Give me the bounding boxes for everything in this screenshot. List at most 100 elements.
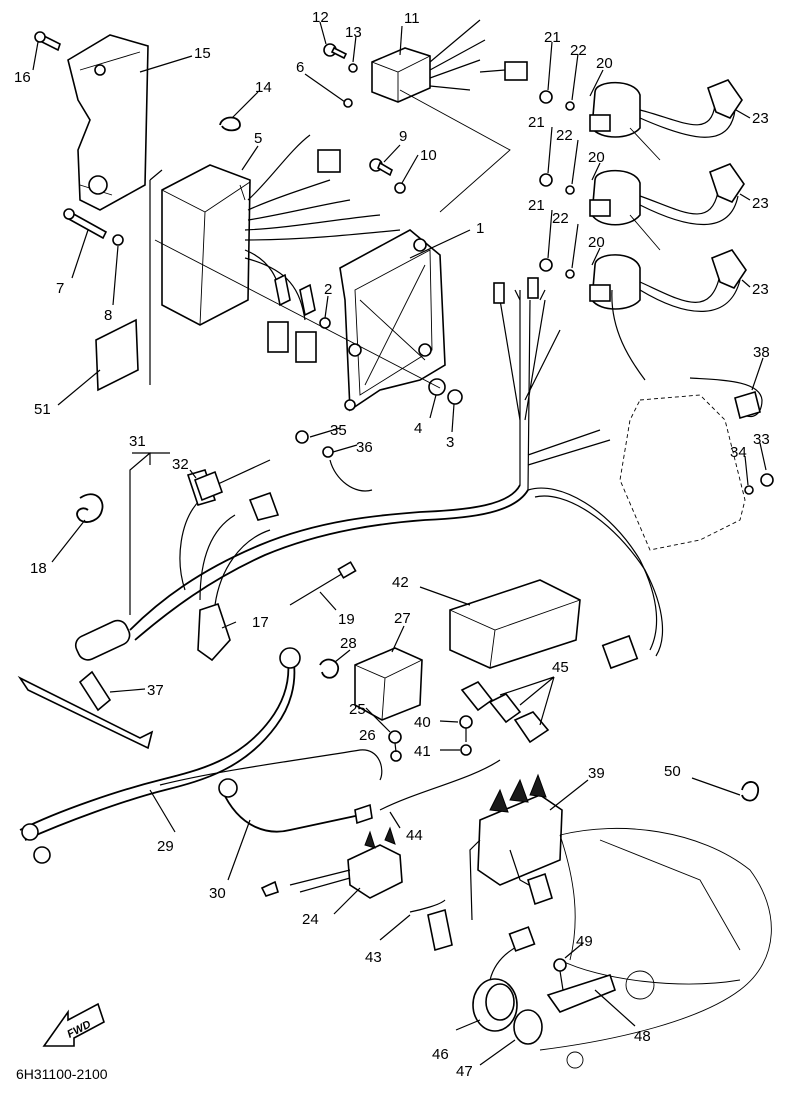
callout-8: 8: [104, 307, 112, 324]
part-22-washer-1: [565, 101, 575, 111]
callout-4: 4: [414, 420, 422, 437]
part-42-cover: [449, 579, 581, 669]
engine-block-outline: [619, 394, 746, 551]
part-22-washer-2: [565, 185, 575, 195]
callout-33: 33: [753, 431, 770, 448]
part-4-grommet: [428, 378, 446, 396]
part-21-bolt-2: [539, 173, 553, 187]
callout-50: 50: [664, 763, 681, 780]
callout-23: 23: [752, 110, 769, 127]
part-20-coil-2: [589, 169, 739, 226]
callout-10: 10: [420, 147, 437, 164]
part-16-bolt: [34, 31, 61, 52]
part-23-plug-cap-3: [711, 249, 747, 289]
part-20-coil-3: [589, 254, 741, 312]
part-8-washer: [112, 234, 124, 246]
callout-19: 19: [338, 611, 355, 628]
part-29-battery-cable: [19, 647, 383, 864]
callout-40: 40: [414, 714, 431, 731]
callout-23c: 23: [752, 281, 769, 298]
callout-9: 9: [399, 128, 407, 145]
callout-26: 26: [359, 727, 376, 744]
part-35-bolt: [295, 430, 309, 444]
callout-48: 48: [634, 1028, 651, 1045]
part-13-washer: [348, 63, 358, 73]
callout-20c: 20: [588, 234, 605, 251]
callout-2: 2: [324, 281, 332, 298]
part-30-ground-cable: [218, 778, 373, 833]
callout-43: 43: [365, 949, 382, 966]
part-17-clamp: [197, 602, 231, 662]
callout-labels: 1 2 3 4 5 6 7 8 9 10 11 12 13 14 15 16 1…: [14, 9, 770, 1080]
part-1-bracket: [339, 229, 446, 412]
part-5-wires: [244, 134, 401, 363]
callout-17: 17: [252, 614, 269, 631]
part-5-cdi-unit: [161, 164, 251, 326]
callout-34: 34: [730, 444, 747, 461]
callout-21b: 21: [528, 114, 545, 131]
fwd-direction-arrow: FWD: [42, 1002, 105, 1047]
part-6-screw: [343, 98, 353, 108]
callout-42: 42: [392, 574, 409, 591]
callout-24: 24: [302, 911, 319, 928]
part-50-clip: [741, 781, 759, 802]
callout-21c: 21: [528, 197, 545, 214]
callout-39: 39: [588, 765, 605, 782]
callout-21: 21: [544, 29, 561, 46]
callout-49: 49: [576, 933, 593, 950]
callout-12: 12: [312, 9, 329, 26]
callout-22: 22: [570, 42, 587, 59]
callout-13: 13: [345, 24, 362, 41]
callout-41: 41: [414, 743, 431, 760]
part-22-washer-3: [565, 269, 575, 279]
callout-6: 6: [296, 59, 304, 76]
callout-31: 31: [129, 433, 146, 450]
callout-45: 45: [552, 659, 569, 676]
callout-22c: 22: [552, 210, 569, 227]
part-51-label: [95, 318, 139, 392]
callout-36: 36: [356, 439, 373, 456]
part-41-washer: [460, 744, 472, 756]
part-14-clip: [219, 116, 241, 132]
callout-29: 29: [157, 838, 174, 855]
leader-lines: [32, 21, 767, 1066]
part-28-clip: [319, 658, 339, 679]
callout-3: 3: [446, 434, 454, 451]
part-37-bracket: [17, 670, 154, 750]
callout-28: 28: [340, 635, 357, 652]
part-15-cover: [67, 34, 149, 211]
part-33-bolt: [760, 473, 774, 487]
part-26-washer: [390, 750, 402, 762]
part-23-plug-cap-2: [709, 163, 745, 203]
part-44-cable: [379, 759, 501, 811]
part-27-cover: [354, 647, 423, 721]
callout-22b: 22: [556, 127, 573, 144]
part-47-ring: [513, 1009, 543, 1045]
callout-20b: 20: [588, 149, 605, 166]
callout-35: 35: [330, 422, 347, 439]
part-25-screw: [388, 730, 402, 744]
callout-46: 46: [432, 1046, 449, 1063]
part-24-starter-relay: [260, 826, 403, 899]
part-43-wire: [409, 899, 446, 913]
part-49-screw: [553, 958, 567, 991]
callout-44: 44: [406, 827, 423, 844]
callout-7: 7: [56, 280, 64, 297]
callout-27: 27: [394, 610, 411, 627]
part-3-nut: [447, 389, 463, 405]
callout-18: 18: [30, 560, 47, 577]
part-38-sensor: [689, 377, 763, 420]
callout-51: 51: [34, 401, 51, 418]
bottom-cowling: [539, 827, 772, 1069]
callout-38: 38: [753, 344, 770, 361]
part-36-washer: [322, 446, 334, 458]
callout-25: 25: [349, 701, 366, 718]
callout-32: 32: [172, 456, 189, 473]
part-7-bolt: [63, 208, 108, 240]
callout-16: 16: [14, 69, 31, 86]
part-46-plug: [472, 926, 536, 1032]
part-45-caps: [460, 680, 550, 744]
part-20-coil-1: [589, 81, 736, 138]
callout-11: 11: [404, 10, 420, 27]
part-21-bolt-3: [539, 258, 553, 272]
